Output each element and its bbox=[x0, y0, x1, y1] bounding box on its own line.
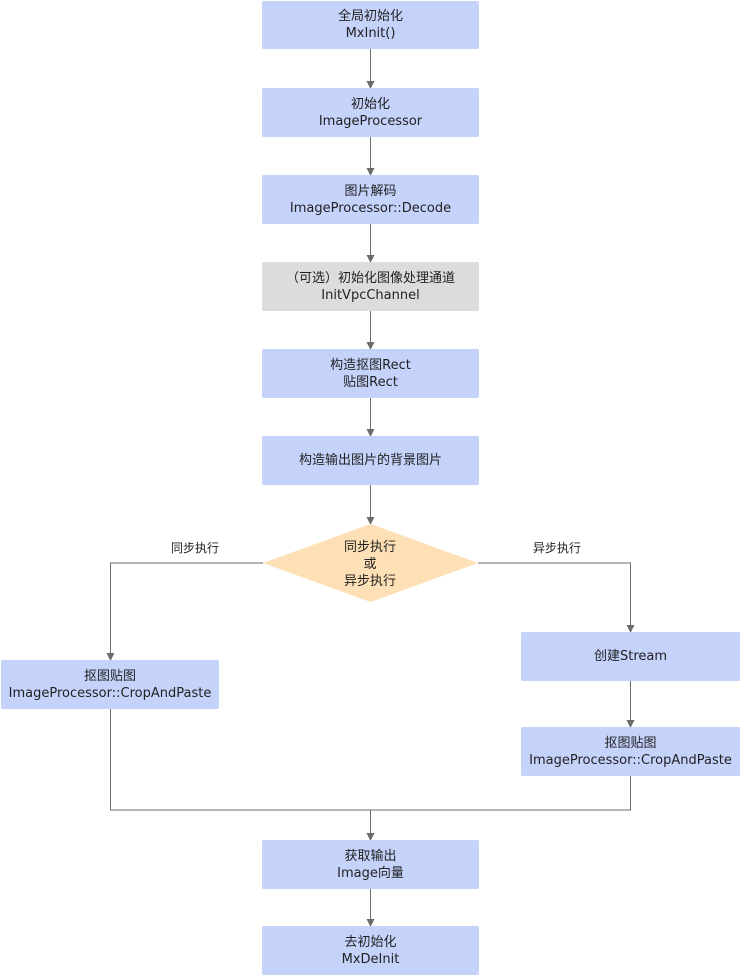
node-label: 获取输出 bbox=[344, 848, 397, 864]
node-api: InitVpcChannel bbox=[321, 287, 420, 303]
node-label: （可选）初始化图像处理通道 bbox=[285, 270, 455, 286]
decision-line-1: 同步执行 bbox=[343, 539, 396, 555]
node-api: MxDeInit bbox=[341, 951, 400, 967]
node-api: ImageProcessor::CropAndPaste bbox=[529, 752, 732, 768]
arrow-decision-to-create-stream bbox=[478, 562, 635, 633]
node-label: 构造输出图片的背景图片 bbox=[298, 453, 442, 468]
node-label: 抠图贴图 bbox=[604, 735, 657, 751]
create-stream-node: 创建Stream bbox=[521, 632, 740, 681]
sync-edge-label: 同步执行 bbox=[171, 541, 220, 555]
node-api: ImageProcessor bbox=[318, 113, 423, 129]
line-sync-merge bbox=[110, 709, 371, 811]
node-label: 全局初始化 bbox=[337, 9, 403, 24]
mxdeinit-node: 去初始化 MxDeInit bbox=[262, 926, 479, 975]
arrow-decision-to-sync-crop bbox=[106, 562, 263, 661]
line-async-merge bbox=[370, 776, 631, 811]
decision-label: 同步执行 或 异步执行 bbox=[270, 538, 470, 590]
node-label: 初始化 bbox=[350, 96, 390, 112]
node-label-2: 贴图Rect bbox=[343, 374, 398, 390]
crop-and-paste-async-node: 抠图贴图 ImageProcessor::CropAndPaste bbox=[521, 727, 740, 776]
get-output-node: 获取输出 Image向量 bbox=[262, 840, 479, 889]
decision-diamond bbox=[263, 524, 478, 602]
node-label: 抠图贴图 bbox=[83, 668, 136, 684]
node-label: 去初始化 bbox=[344, 934, 397, 950]
node-label-2: Image向量 bbox=[337, 865, 404, 881]
node-label: 构造抠图Rect bbox=[330, 357, 411, 373]
init-image-processor-node: 初始化 ImageProcessor bbox=[262, 88, 479, 137]
node-label: 创建Stream bbox=[593, 649, 668, 664]
crop-and-paste-sync-node: 抠图贴图 ImageProcessor::CropAndPaste bbox=[1, 660, 219, 709]
node-api: MxInit() bbox=[345, 26, 396, 41]
decode-node: 图片解码 ImageProcessor::Decode bbox=[262, 175, 479, 224]
async-edge-label: 异步执行 bbox=[533, 541, 582, 555]
init-vpc-channel-node: （可选）初始化图像处理通道 InitVpcChannel bbox=[262, 262, 479, 311]
mxinit-node: 全局初始化 MxInit() bbox=[262, 1, 479, 49]
decision-line-2: 或 bbox=[363, 556, 377, 572]
build-background-node: 构造输出图片的背景图片 bbox=[262, 436, 479, 485]
node-label: 图片解码 bbox=[344, 183, 397, 199]
node-api: ImageProcessor::Decode bbox=[289, 200, 452, 216]
node-api: ImageProcessor::CropAndPaste bbox=[8, 685, 212, 701]
build-rect-node: 构造抠图Rect 贴图Rect bbox=[262, 349, 479, 398]
decision-line-3: 异步执行 bbox=[343, 573, 396, 589]
